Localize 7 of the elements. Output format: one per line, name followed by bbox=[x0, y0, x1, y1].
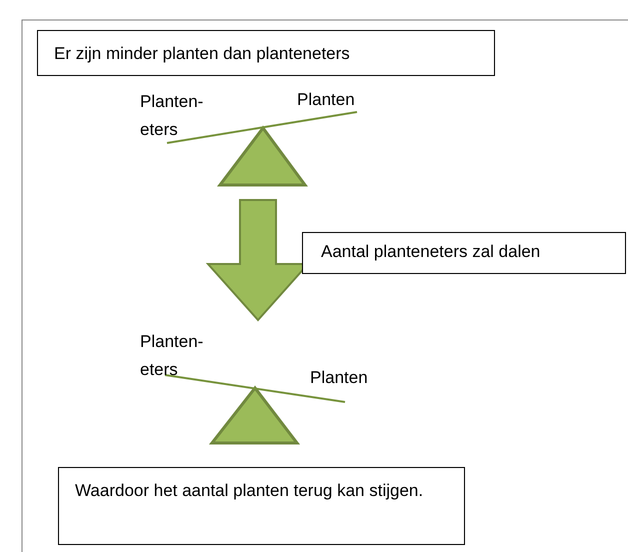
scale-label: Planten bbox=[310, 367, 369, 389]
scale-label: Planten- eters bbox=[140, 331, 204, 381]
scale-label: Planten bbox=[297, 89, 356, 111]
text-box: Er zijn minder planten dan planteneters bbox=[37, 30, 495, 76]
scale-label: Planten- eters bbox=[140, 91, 204, 141]
text-box: Waardoor het aantal planten terug kan stijgen. bbox=[58, 467, 465, 545]
text-box: Aantal planteneters zal dalen bbox=[302, 232, 626, 274]
